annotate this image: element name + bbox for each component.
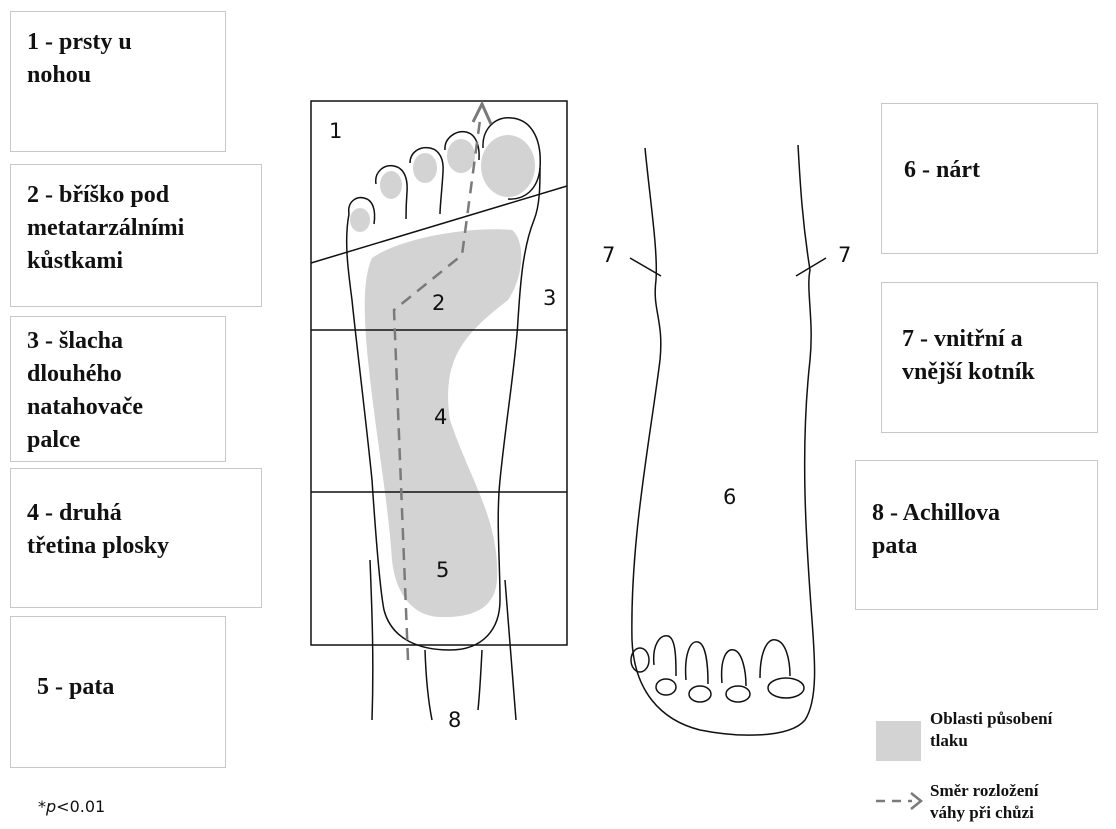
arrow-head-icon <box>473 104 491 124</box>
footnote-p: p <box>46 797 56 816</box>
region-number-7-right: 7 <box>838 243 851 267</box>
region-number-3: 3 <box>543 286 556 310</box>
legend-walking-label: Směr rozložení váhy při chůzi <box>930 780 1038 824</box>
region-number-6: 6 <box>723 485 736 509</box>
region-number-1: 1 <box>329 119 342 143</box>
dorsal-illustration <box>630 145 826 735</box>
region-number-7-left: 7 <box>602 243 615 267</box>
region-number-4: 4 <box>434 405 447 429</box>
p-value-note: *p<0.01 <box>38 797 105 816</box>
legend-pressure-label: Oblasti působení tlaku <box>930 708 1052 752</box>
footnote-asterisk: * <box>38 797 46 816</box>
legend-arrow-head-icon <box>911 793 921 809</box>
region-number-5: 5 <box>436 558 449 582</box>
region-number-2: 2 <box>432 291 445 315</box>
legend-pressure-swatch <box>876 721 921 761</box>
pressure-zones <box>350 135 535 617</box>
footnote-threshold: <0.01 <box>56 797 105 816</box>
region-number-8: 8 <box>448 708 461 732</box>
